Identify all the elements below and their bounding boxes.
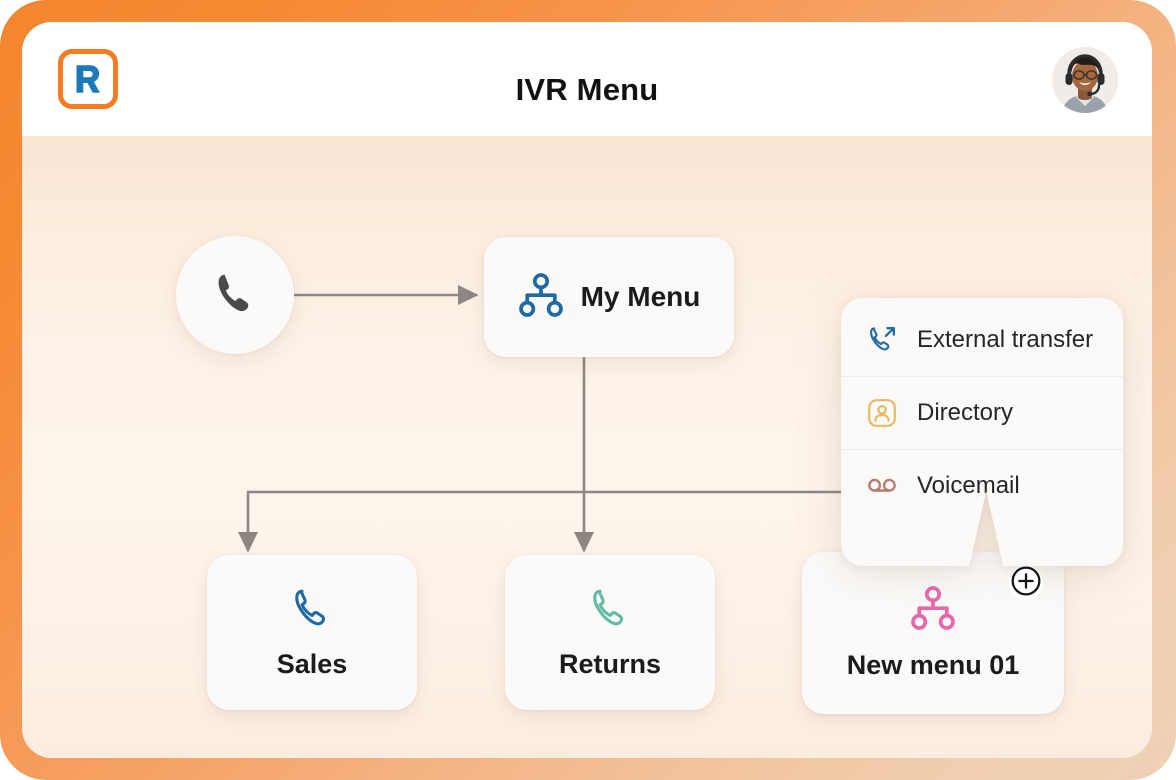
- flow-node-label: My Menu: [580, 281, 701, 312]
- app-window: IVR Menu: [22, 22, 1152, 758]
- dropdown-panel: External transfer Directory: [841, 298, 1123, 566]
- flow-node-label: Sales: [276, 648, 348, 679]
- phone-icon: [290, 586, 334, 635]
- sitemap-icon: [518, 272, 564, 323]
- ivr-flow-canvas: My Menu Sales Returns: [22, 136, 1152, 758]
- flow-node-label: New menu 01: [846, 650, 1020, 680]
- flow-node-label: Returns: [558, 648, 661, 679]
- voicemail-icon: [865, 469, 899, 503]
- dropdown-item-label: External transfer: [917, 326, 1094, 353]
- dropdown-item-directory[interactable]: Directory: [841, 376, 1123, 449]
- phone-external-transfer-icon: [865, 323, 899, 357]
- flow-start-node[interactable]: [176, 236, 294, 354]
- add-node-button[interactable]: [1009, 566, 1043, 600]
- dropdown-item-label: Directory: [917, 399, 1014, 426]
- ringcentral-logo-icon: [58, 49, 118, 109]
- flow-node-my-menu[interactable]: My Menu: [484, 237, 734, 357]
- dropdown-item-voicemail[interactable]: Voicemail: [841, 449, 1123, 522]
- flow-node-sales[interactable]: Sales: [207, 555, 417, 710]
- plus-circle-icon: [1010, 565, 1042, 602]
- node-type-dropdown: External transfer Directory: [841, 298, 1123, 566]
- dropdown-item-label: Voicemail: [917, 472, 1020, 499]
- phone-icon: [212, 270, 258, 321]
- app-header: IVR Menu: [22, 22, 1152, 136]
- directory-person-icon: [865, 396, 899, 430]
- flow-node-returns[interactable]: Returns: [505, 555, 715, 710]
- phone-icon: [588, 586, 632, 635]
- sitemap-icon: [910, 585, 956, 636]
- dropdown-item-external-transfer[interactable]: External transfer: [841, 304, 1123, 376]
- agent-headset-avatar[interactable]: [1052, 47, 1118, 113]
- page-title: IVR Menu: [515, 72, 659, 107]
